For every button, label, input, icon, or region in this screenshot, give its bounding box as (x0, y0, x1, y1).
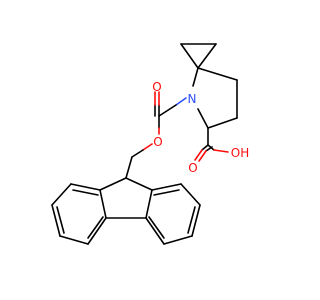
bond (158, 104, 177, 117)
bond (145, 189, 153, 219)
bond (180, 183, 201, 206)
nitrogen-atom-label: N (188, 92, 197, 106)
bond (192, 67, 199, 87)
background (0, 0, 300, 300)
bond (70, 183, 101, 191)
bond (207, 117, 238, 129)
bond (56, 206, 65, 234)
bond (87, 216, 104, 239)
bond (153, 189, 180, 196)
bond (198, 150, 207, 162)
bond (187, 206, 196, 234)
bond (145, 217, 165, 245)
bond (191, 204, 201, 237)
bond (125, 177, 153, 191)
carbamate-carbonyl-oxygen-label: O (152, 80, 161, 94)
bond (99, 177, 127, 191)
bond (148, 216, 165, 239)
bond (163, 235, 193, 245)
structure-diagram: N O O O OH (0, 0, 300, 300)
acid-carbonyl-oxygen-label: O (188, 161, 197, 175)
carbamate-group (125, 91, 187, 179)
carboxylic-acid-group (194, 127, 229, 162)
bond (51, 183, 72, 206)
bond (194, 149, 203, 161)
bond (125, 156, 133, 179)
bond (87, 217, 107, 245)
bond (197, 108, 209, 129)
pyrrolidine-ring (192, 67, 238, 129)
cyclopropane-ring (180, 43, 217, 69)
bond (197, 43, 217, 69)
bond (72, 189, 99, 196)
bond (205, 146, 213, 152)
acid-hydroxyl-label: OH (231, 146, 249, 160)
bond (131, 149, 144, 158)
bond (59, 235, 89, 245)
bond (142, 143, 153, 151)
fluorenyl-group (51, 177, 201, 245)
bond (175, 97, 187, 106)
bond (180, 43, 199, 69)
bond (201, 144, 209, 151)
bond (213, 149, 229, 153)
bond (99, 189, 107, 219)
bond (197, 67, 238, 81)
bond (151, 183, 182, 191)
carbamate-ester-oxygen-label: O (153, 135, 162, 149)
bond (51, 204, 61, 237)
